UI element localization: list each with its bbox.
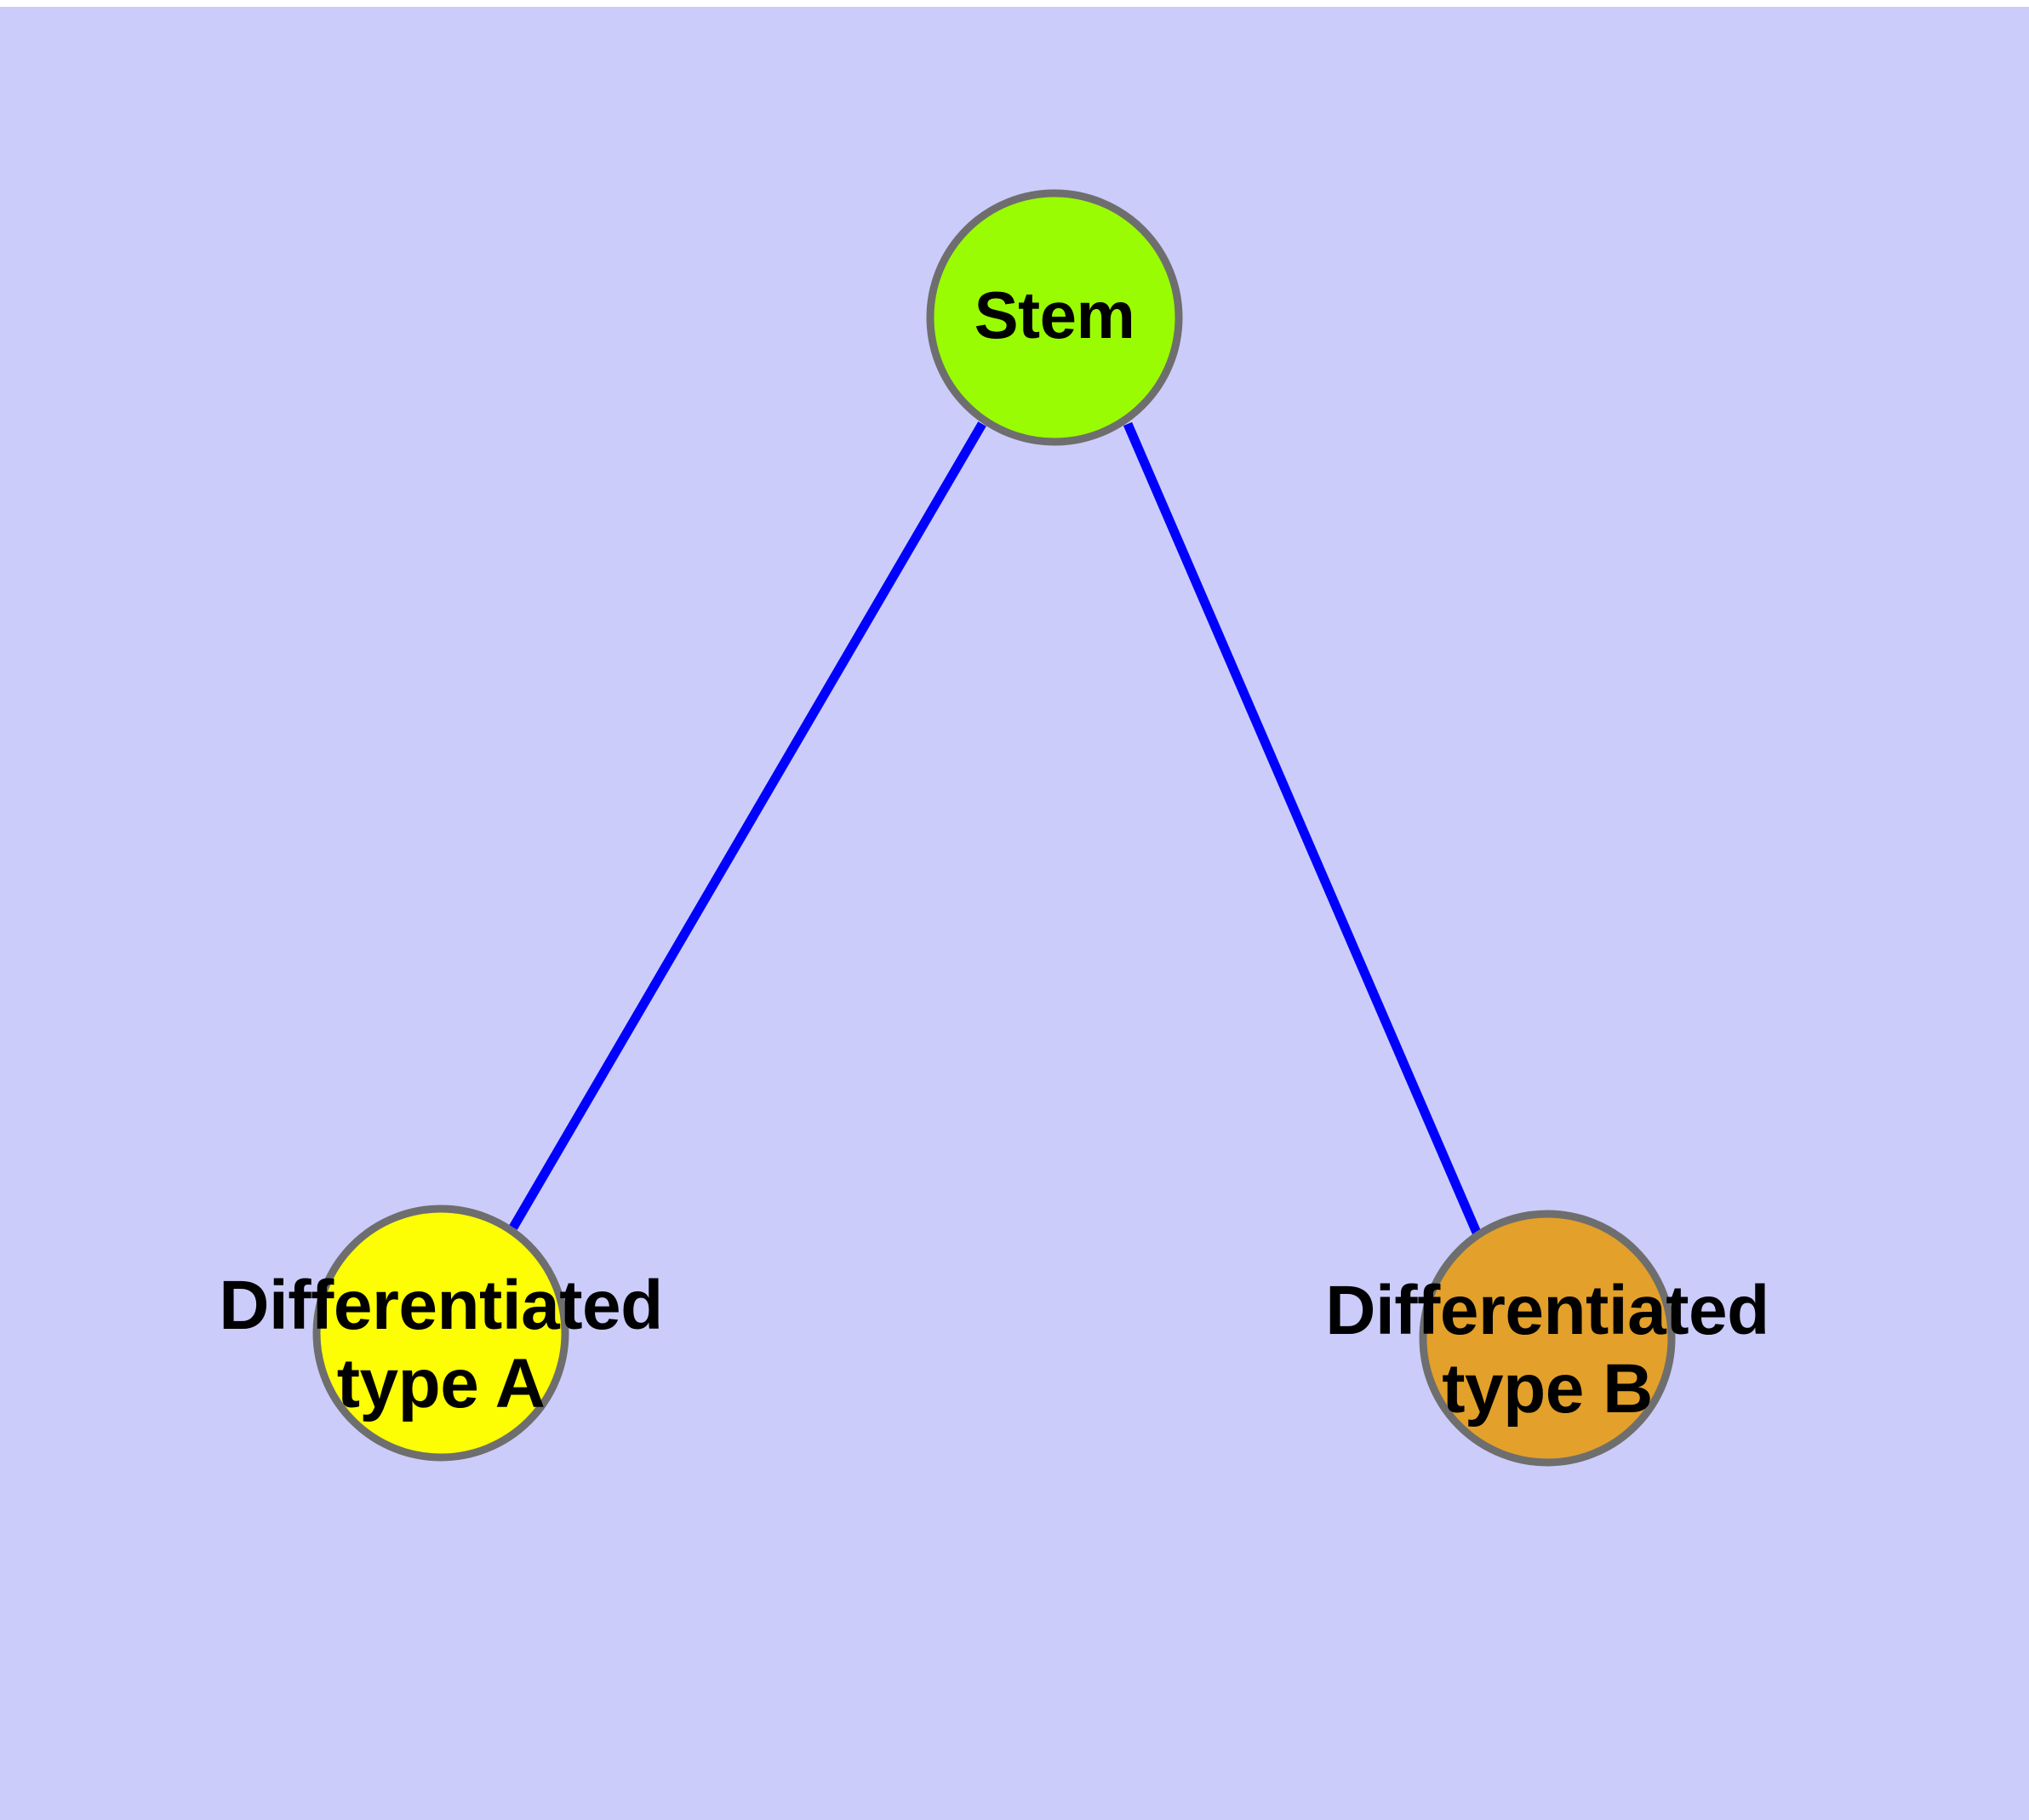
edge-stem-to-differentiated-type-a xyxy=(509,421,986,1230)
edge-layer xyxy=(509,421,1482,1235)
edge-stem-to-differentiated-type-b xyxy=(1123,421,1482,1235)
node-stem[interactable] xyxy=(926,189,1183,446)
node-differentiated-type-a[interactable] xyxy=(312,1205,569,1462)
node-layer xyxy=(312,189,1676,1467)
node-differentiated-type-b[interactable] xyxy=(1419,1210,1676,1467)
